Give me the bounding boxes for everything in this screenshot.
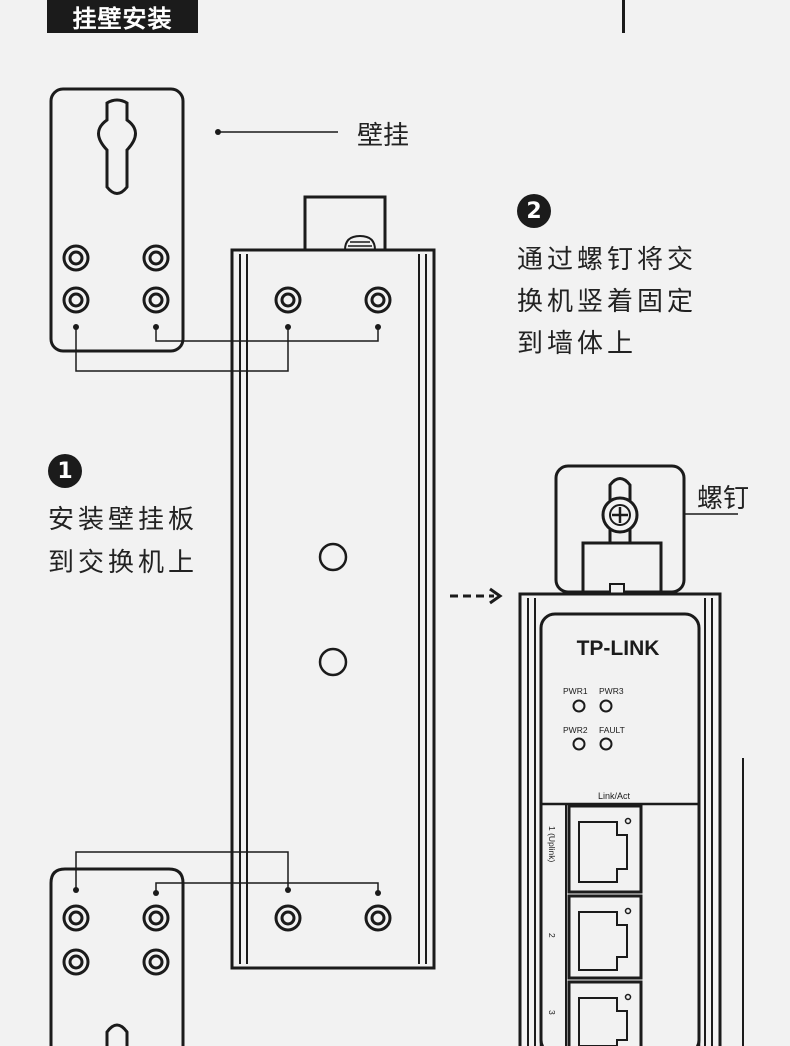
led-label-fault: FAULT [599, 725, 625, 735]
mounting-screw [601, 496, 639, 534]
step-2-line-3: 到墙体上 [517, 329, 638, 359]
dashed-arrow [450, 587, 503, 605]
ethernet-port-3 [567, 980, 643, 1046]
led-label-pwr1: PWR1 [563, 686, 588, 696]
step-2-line-1: 通过螺钉将交 [517, 245, 698, 275]
port-label-3: 3 [547, 1010, 557, 1015]
step-1-badge: 1 [48, 454, 82, 488]
alignment-lines [73, 129, 738, 896]
plate-screw-holes [62, 244, 170, 314]
step-1-line-2: 到交换机上 [48, 548, 199, 578]
top-divider [622, 0, 625, 33]
brand-logo: TP-LINK [577, 637, 660, 660]
switch-rear-body [230, 195, 436, 970]
wall-mount-label: 壁挂 [357, 121, 410, 151]
bottom-wall-plate [49, 867, 185, 1046]
port-label-1: 1 (Uplink) [547, 826, 557, 863]
led-label-pwr3: PWR3 [599, 686, 624, 696]
section-title: 挂壁安装 [47, 0, 198, 33]
port-label-2: 2 [547, 933, 557, 938]
step-1-line-1: 安装壁挂板 [48, 505, 199, 535]
led-label-pwr2: PWR2 [563, 725, 588, 735]
top-wall-plate [49, 87, 185, 353]
ethernet-port-1 [567, 804, 643, 894]
screw-label: 螺钉 [697, 484, 750, 514]
step-2-badge: 2 [517, 194, 551, 228]
status-leds [572, 699, 613, 751]
mounted-switch: TP-LINK PWR1 PWR3 PWR2 FAULT Link/Act [518, 464, 722, 1046]
step-2-line-2: 换机竖着固定 [517, 287, 698, 317]
link-act-label: Link/Act [598, 791, 631, 801]
ethernet-port-2 [567, 894, 643, 980]
keyhole-slot [97, 98, 137, 195]
body-screw-holes [274, 286, 392, 932]
side-divider [742, 758, 744, 1046]
